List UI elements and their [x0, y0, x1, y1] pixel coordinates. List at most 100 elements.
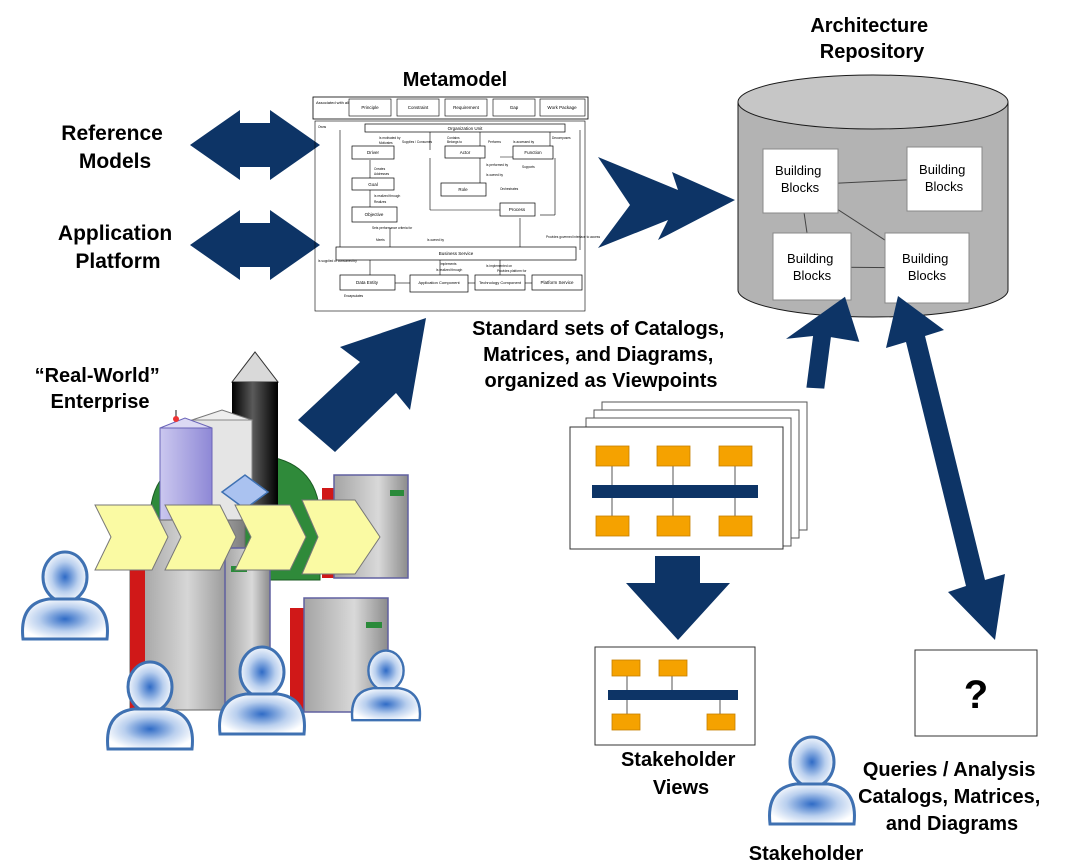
metamodel-to-repository-arrow — [598, 157, 735, 248]
mm-rel-owns: Owns — [318, 125, 327, 129]
queries-line2: Catalogs, Matrices, — [858, 786, 1040, 808]
mm-rel-motivates: Motivates — [379, 141, 393, 145]
standard-sets-line2: Matrices, and Diagrams, — [483, 344, 713, 366]
mm-rel-encapsulates: Encapsulates — [344, 294, 364, 298]
mm-goal: Goal — [368, 182, 378, 187]
bb1-line1: Building — [775, 163, 821, 178]
stakeholder-views-line2: Views — [653, 777, 709, 799]
stakeholder-view — [594, 646, 756, 746]
mm-function: Function — [524, 150, 542, 155]
mm-process: Process — [509, 207, 526, 212]
reference-models-line2: Models — [79, 150, 151, 173]
bb2-line1: Building — [919, 162, 965, 177]
mm-rel-performs: Performs — [488, 140, 501, 144]
query-box: ? — [914, 649, 1038, 737]
metamodel-diagram: Associated with all Objects Principle Co… — [312, 96, 600, 312]
mm-application-component: Application Component — [418, 280, 460, 285]
building-block-2: Building Blocks — [906, 146, 983, 212]
mm-actor: Actor — [460, 150, 471, 155]
metamodel-header-note: Associated with all Objects — [316, 100, 364, 105]
svg-text:Building Blocks: Building Blocks — [787, 251, 837, 283]
metamodel-header-cells: Principle Constraint Requirement Gap Wor… — [348, 98, 586, 117]
svg-text:Building Blocks: Building Blocks — [902, 251, 952, 283]
question-mark-icon: ? — [964, 673, 988, 717]
mm-rel-realized-through: Is realized through — [374, 194, 400, 198]
stakeholder-views-label: Stakeholder Views — [621, 749, 741, 799]
mm-rel-realized-through-2: Is realized through — [436, 268, 462, 272]
bb4-line2: Blocks — [908, 268, 947, 283]
mm-rel-belongs-to: Belongs to — [447, 140, 462, 144]
mm-rel-governed-interface: Provides governed interface to access — [546, 235, 600, 239]
architecture-repository-label: Architecture Repository — [810, 15, 933, 63]
mm-rel-motivated-by: Is motivated by — [379, 136, 401, 140]
mm-rel-owned-by-2: Is owned by — [427, 238, 444, 242]
mm-organization-unit: Organization Unit — [448, 126, 484, 131]
mm-rel-meets: Meets — [376, 238, 385, 242]
reference-models-label: Reference Models — [61, 122, 168, 173]
stakeholder-views-line1: Stakeholder — [621, 749, 736, 771]
architecture-repository-line1: Architecture — [810, 15, 928, 37]
mm-principle: Principle — [361, 105, 379, 110]
standard-sets-line1: Standard sets of Catalogs, — [472, 318, 724, 340]
application-platform-label: Application Platform — [58, 222, 178, 273]
mm-technology-component: Technology Component — [479, 280, 522, 285]
mm-driver: Driver — [367, 150, 380, 155]
mm-rel-accessed-by: Is accessed by — [513, 140, 534, 144]
real-world-enterprise-label: “Real-World” Enterprise — [35, 365, 166, 413]
mm-rel-supports: Supports — [522, 165, 535, 169]
building-block-1: Building Blocks — [762, 148, 839, 214]
mm-role: Role — [458, 187, 468, 192]
building-block-4: Building Blocks — [884, 232, 970, 304]
stakeholder-person-icon — [768, 735, 856, 826]
mm-constraint: Constraint — [408, 105, 429, 110]
queries-line1: Queries / Analysis — [863, 759, 1036, 781]
standard-sets-line3: organized as Viewpoints — [484, 370, 717, 392]
mm-rel-supplied-consumed: Is supplied or consumed by — [318, 259, 357, 263]
queries-line3: and Diagrams — [886, 813, 1018, 835]
bb3-line2: Blocks — [793, 268, 832, 283]
enterprise-illustration — [94, 351, 409, 717]
mm-rel-orchestrates: Orchestrates — [500, 187, 519, 191]
mm-business-service: Business Service — [439, 251, 474, 256]
bb4-line1: Building — [902, 251, 948, 266]
mm-platform-service: Platform Service — [540, 280, 574, 285]
mm-rel-performed-by: Is performed by — [486, 163, 509, 167]
mm-requirement: Requirement — [453, 105, 480, 110]
mm-work-package: Work Package — [547, 105, 577, 110]
mm-rel-contains: Contains — [447, 136, 460, 140]
enterprise-person-icon-1 — [21, 550, 109, 641]
mm-data-entity: Data Entity — [356, 280, 379, 285]
repository-to-viewpoints-arrow — [786, 296, 860, 389]
building-block-3: Building Blocks — [772, 232, 852, 301]
standard-sets-label: Standard sets of Catalogs, Matrices, and… — [472, 318, 730, 392]
viewpoint-diagram — [592, 445, 758, 537]
mm-rel-performance-criteria: Sets performance criteria for — [372, 226, 413, 230]
reference-models-double-arrow — [190, 110, 320, 180]
application-platform-line2: Platform — [75, 250, 160, 273]
metamodel-title: Metamodel — [403, 69, 507, 91]
bb1-line2: Blocks — [781, 180, 820, 195]
mm-rel-implements: Implements — [440, 262, 457, 266]
mm-gap: Gap — [510, 105, 519, 110]
bb2-line2: Blocks — [925, 179, 964, 194]
application-platform-double-arrow — [190, 210, 320, 280]
mm-objective: Objective — [365, 212, 384, 217]
repository-queries-double-arrow — [886, 296, 1005, 640]
mm-rel-addresses: Addresses — [374, 172, 389, 176]
bb3-line1: Building — [787, 251, 833, 266]
svg-text:Building Blocks: Building Blocks — [775, 163, 825, 195]
svg-text:Building Blocks: Building Blocks — [919, 162, 969, 194]
real-world-line2: Enterprise — [51, 391, 150, 413]
mm-rel-decomposes: Decomposes — [552, 136, 571, 140]
enterprise-to-metamodel-arrow — [298, 318, 426, 452]
mm-rel-creates: Creates — [374, 167, 386, 171]
application-platform-line1: Application — [58, 222, 172, 245]
mm-rel-realizes: Realizes — [374, 200, 387, 204]
queries-label: Queries / Analysis Catalogs, Matrices, a… — [858, 759, 1046, 835]
mm-rel-platform-for: Provides platform for — [497, 269, 527, 273]
real-world-line1: “Real-World” — [35, 365, 160, 387]
mm-rel-implemented-on: Is implemented on — [486, 264, 512, 268]
viewpoints-to-views-arrow — [626, 556, 730, 640]
mm-rel-supplies-consumes: Supplies / Consumes — [402, 140, 433, 144]
